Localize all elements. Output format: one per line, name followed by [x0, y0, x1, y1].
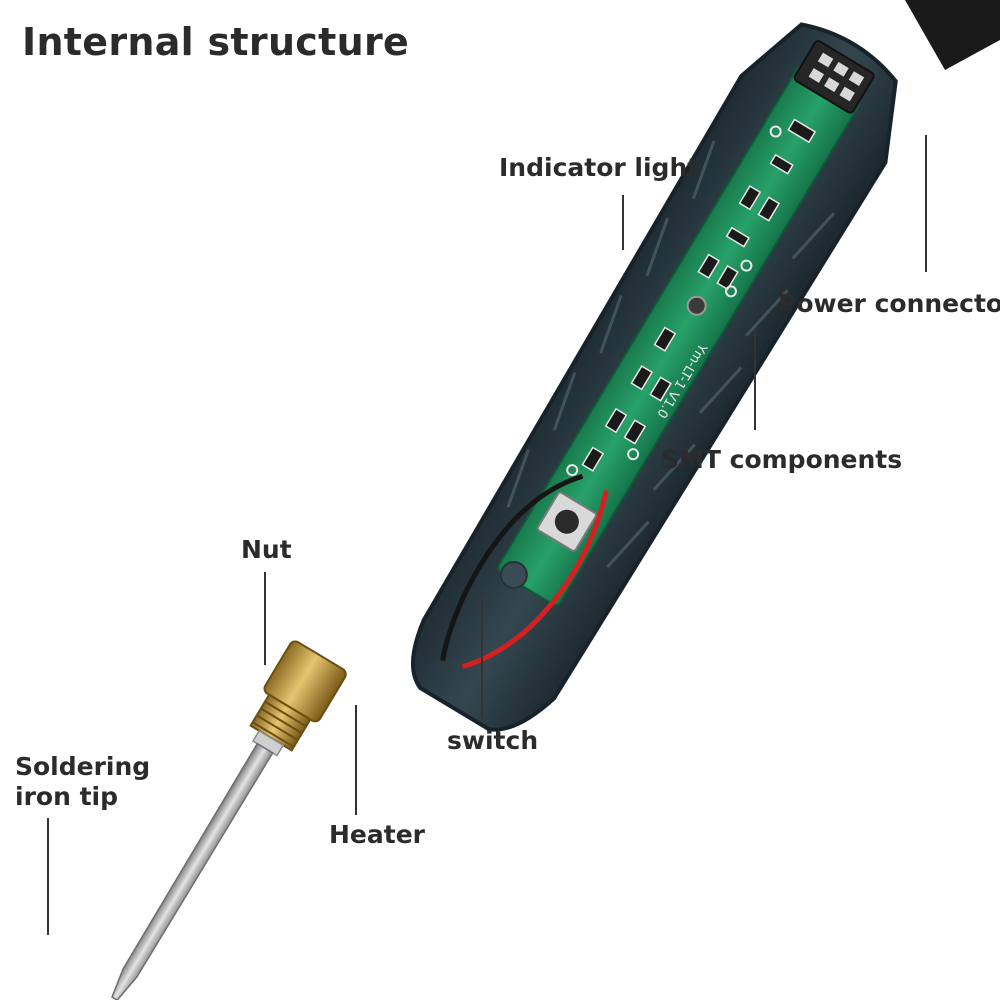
label-nut: Nut — [241, 535, 292, 564]
label-heater: Heater — [329, 820, 425, 849]
power-connector-jack — [793, 40, 875, 114]
label-smt-components: SMT components — [661, 445, 903, 474]
label-soldering-tip-line2: iron tip — [15, 782, 118, 811]
label-power-connector: Power connector — [778, 289, 1000, 318]
red-wire — [461, 490, 609, 669]
label-switch: switch — [447, 726, 539, 755]
label-soldering-tip-line1: Soldering — [15, 752, 151, 781]
page-title: Internal structure — [22, 20, 410, 64]
soldering-tip — [111, 742, 274, 1000]
indicator-led — [686, 295, 707, 316]
label-indicator-light: Indicator light — [499, 153, 700, 182]
power-cable — [905, 0, 1000, 70]
black-wire — [440, 473, 584, 661]
smt-components — [566, 118, 817, 477]
